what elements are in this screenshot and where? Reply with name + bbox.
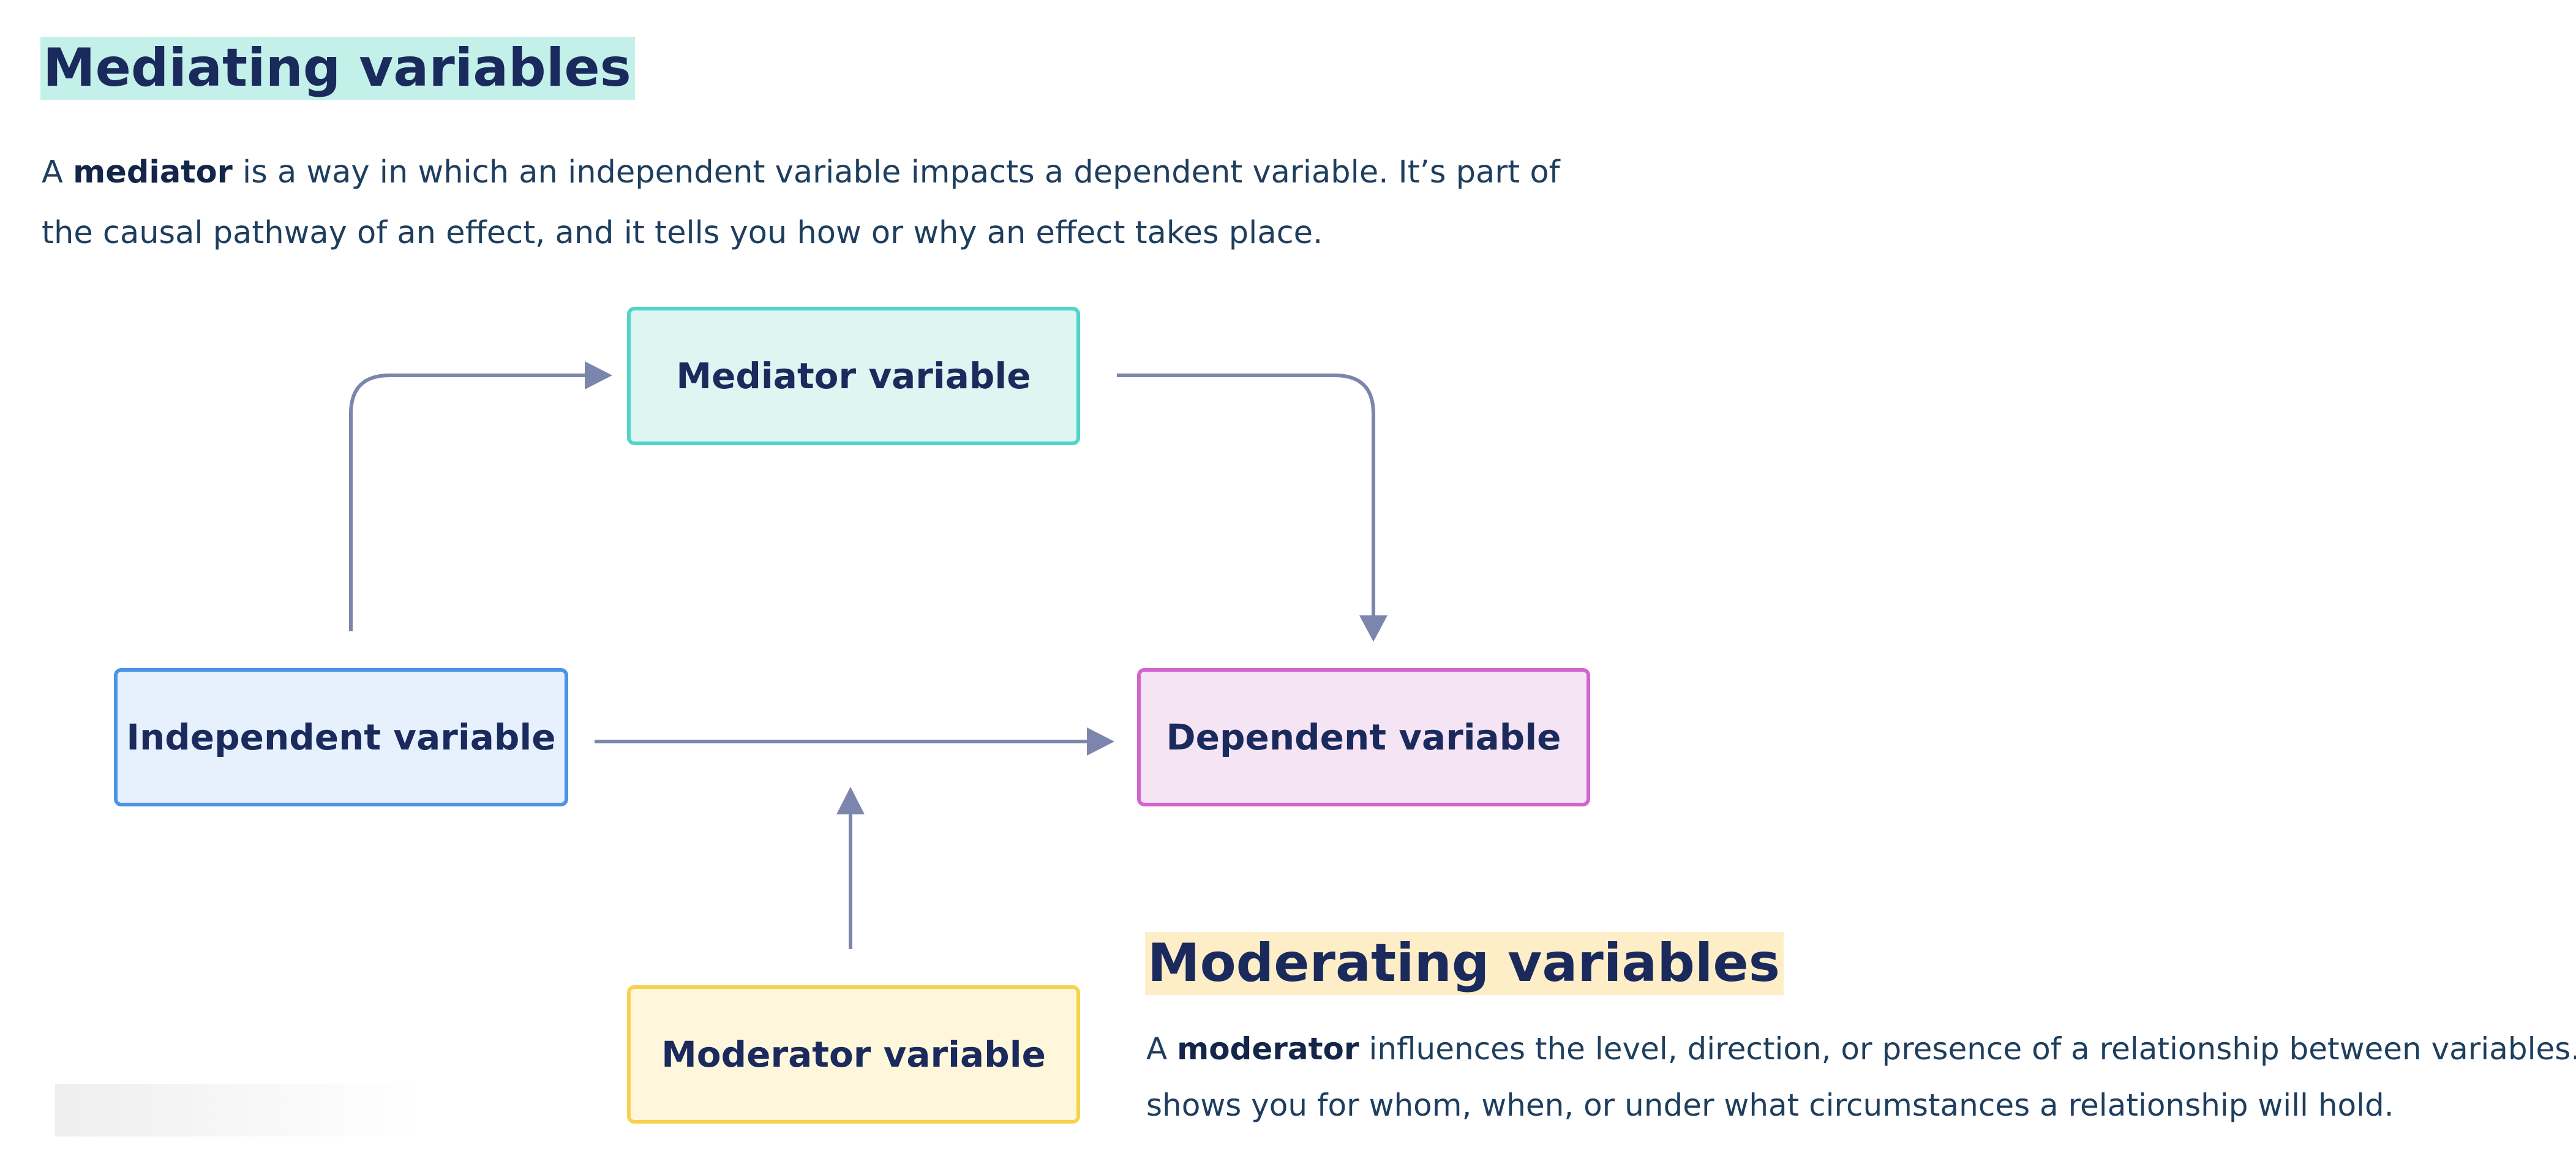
moderator-variable-box: Moderator variable [627,985,1080,1124]
mediator-term: mediator [73,154,233,190]
mediating-variables-heading: Mediating variables [40,37,635,100]
independent-to-mediator-arrow-line [349,374,585,631]
mediator-to-dependent-arrow-line [1117,374,1375,615]
independent-variable-box: Independent variable [114,668,568,806]
independent-variable-label: Independent variable [126,716,556,758]
mediating-description-line-2: the causal pathway of an effect, and it … [42,215,1323,251]
moderating-description: A moderator influences the level, direct… [1146,1021,2576,1133]
dependent-variable-label: Dependent variable [1166,716,1561,758]
mediator-to-dependent-arrowhead [1359,615,1388,642]
mediator-variable-box: Mediator variable [627,307,1080,445]
independent-to-mediator-arrowhead [585,361,612,389]
moderating-description-line-2: shows you for whom, when, or under what … [1146,1087,2394,1123]
moderator-arrowhead [836,787,865,814]
moderator-variable-label: Moderator variable [661,1034,1046,1075]
moderating-description-line-1: A moderator influences the level, direct… [1146,1021,2576,1077]
mediator-variable-label: Mediator variable [676,355,1031,397]
mediating-description-line-1: A mediator is a way in which an independ… [42,142,1560,203]
mediating-text-prefix: A [42,154,73,190]
mediating-description: A mediator is a way in which an independ… [42,142,1560,263]
dependent-variable-box: Dependent variable [1137,668,1590,806]
mediating-text-rest: is a way in which an independent variabl… [232,154,1560,190]
moderating-variables-heading: Moderating variables [1145,932,1784,996]
moderating-text-prefix: A [1146,1031,1177,1067]
independent-to-dependent-arrowhead [1087,727,1114,756]
moderator-term: moderator [1177,1031,1359,1067]
corner-shadow [55,1084,422,1136]
moderating-text-rest: influences the level, direction, or pres… [1359,1031,2576,1067]
